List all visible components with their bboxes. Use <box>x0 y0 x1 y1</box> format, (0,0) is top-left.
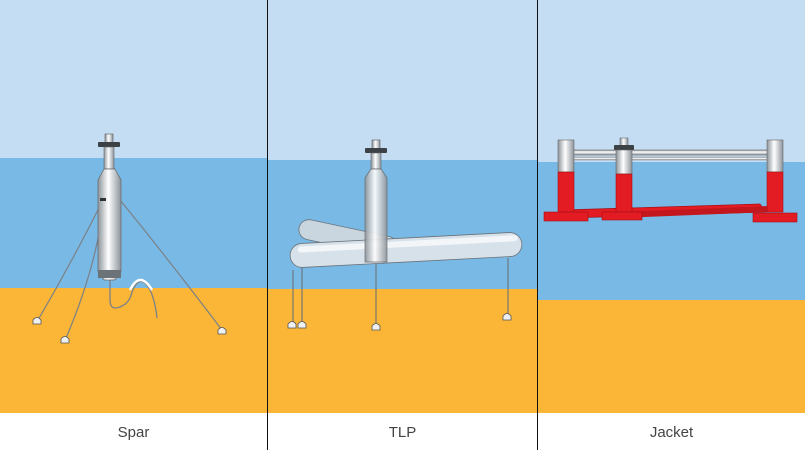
sky <box>0 0 267 158</box>
sky <box>538 0 805 162</box>
panel-tlp: TLP <box>268 0 537 450</box>
spar-hull <box>97 133 122 281</box>
jacket-legs <box>543 137 798 223</box>
panel-spar: Spar <box>0 0 267 450</box>
panel-divider <box>267 0 268 450</box>
umbilical-highlight <box>128 278 154 291</box>
anchors <box>32 317 227 344</box>
panel-jacket: Jacket <box>538 0 805 450</box>
seabed <box>538 300 805 413</box>
panel-caption-tlp: TLP <box>388 424 417 441</box>
panel-caption-jacket: Jacket <box>649 424 694 441</box>
tlp-pontoons <box>289 219 523 268</box>
sky <box>268 0 537 160</box>
jacket-illustration <box>538 0 805 413</box>
spar-illustration <box>0 0 267 413</box>
seabed <box>0 288 267 413</box>
tlp-column <box>364 139 388 263</box>
tension-tendons <box>292 258 509 326</box>
seabed <box>268 289 537 413</box>
umbilical-cable <box>109 278 158 319</box>
panel-caption-spar: Spar <box>117 424 150 441</box>
anchors <box>287 313 512 331</box>
water <box>538 162 805 300</box>
water <box>0 158 267 288</box>
tlp-illustration <box>268 0 537 413</box>
panel-divider <box>537 0 538 450</box>
jacket-top-truss <box>570 149 772 161</box>
